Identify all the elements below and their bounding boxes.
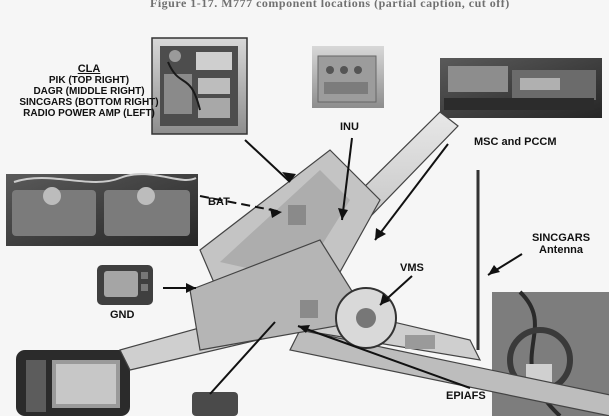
cla-line-dagr: DAGR (MIDDLE RIGHT) [33, 86, 145, 97]
bat-photo [6, 173, 198, 246]
vms-label: VMS [400, 262, 424, 274]
sincgars-label-line1: SINCGARS [531, 232, 591, 244]
inu-label: INU [340, 121, 359, 133]
cla-line-radio-amp: RADIO POWER AMP (LEFT) [23, 108, 155, 119]
cla-title: CLA [77, 63, 101, 75]
inu-photo [312, 46, 384, 108]
cla-line-pik: PIK (TOP RIGHT) [48, 75, 130, 86]
arrowheads [186, 172, 500, 333]
cla-photo [151, 37, 248, 135]
howitzer-body [119, 111, 609, 416]
epiafs-label: EPIAFS [446, 390, 486, 402]
cla-label-block: CLA PIK (TOP RIGHT) DAGR (MIDDLE RIGHT) … [14, 63, 164, 119]
gnd-label: GND [110, 309, 135, 321]
bat-label: BAT [208, 196, 230, 208]
handheld-display-photo [16, 350, 130, 416]
msc-pccm-label: MSC and PCCM [474, 136, 557, 148]
msc-pccm-photo [440, 58, 602, 118]
figure-caption: Figure 1-17. M777 component locations (p… [150, 0, 510, 10]
sincgars-label-line2: Antenna [539, 244, 583, 256]
gnd-photo [97, 265, 153, 305]
sincgars-antenna-label: SINCGARS Antenna [526, 232, 596, 256]
small-device-photo [192, 392, 238, 416]
cla-line-sincgars: SINCGARS (BOTTOM RIGHT) [19, 97, 159, 108]
